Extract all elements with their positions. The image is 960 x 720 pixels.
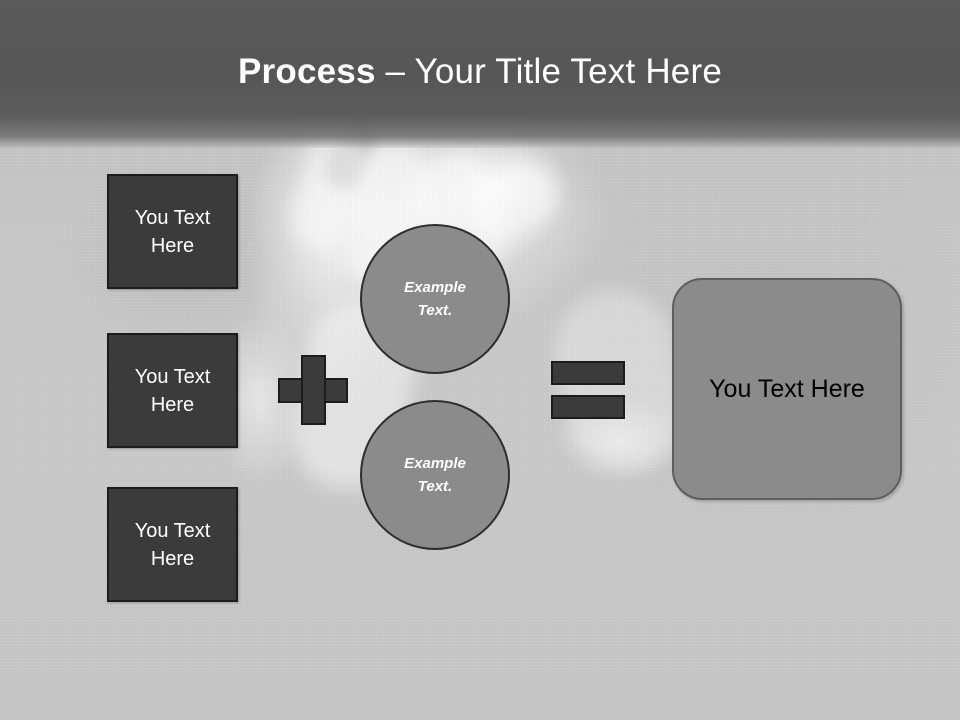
input-box-1-label: You Text Here bbox=[134, 206, 211, 257]
circle-2[interactable]: Example Text. bbox=[360, 400, 510, 550]
header-band bbox=[0, 0, 960, 148]
equals-icon bbox=[551, 361, 625, 419]
input-box-3[interactable]: You Text Here bbox=[107, 487, 238, 602]
plus-icon bbox=[278, 355, 348, 425]
input-box-3-label: You Text Here bbox=[134, 519, 211, 570]
circle-1-label: Example Text. bbox=[404, 279, 466, 319]
page-title-strong: Process bbox=[238, 52, 376, 91]
page-title-rest: – Your Title Text Here bbox=[375, 52, 722, 91]
page-title: Process – Your Title Text Here bbox=[0, 50, 960, 94]
result-box[interactable]: You Text Here bbox=[672, 278, 902, 500]
plus-center-fill bbox=[303, 380, 324, 401]
equals-bottom-bar bbox=[551, 395, 625, 419]
input-box-2[interactable]: You Text Here bbox=[107, 333, 238, 448]
circle-2-label: Example Text. bbox=[404, 455, 466, 495]
circle-1[interactable]: Example Text. bbox=[360, 224, 510, 374]
input-box-2-label: You Text Here bbox=[134, 365, 211, 416]
input-box-1[interactable]: You Text Here bbox=[107, 174, 238, 289]
result-box-label: You Text Here bbox=[709, 375, 865, 403]
equals-top-bar bbox=[551, 361, 625, 385]
